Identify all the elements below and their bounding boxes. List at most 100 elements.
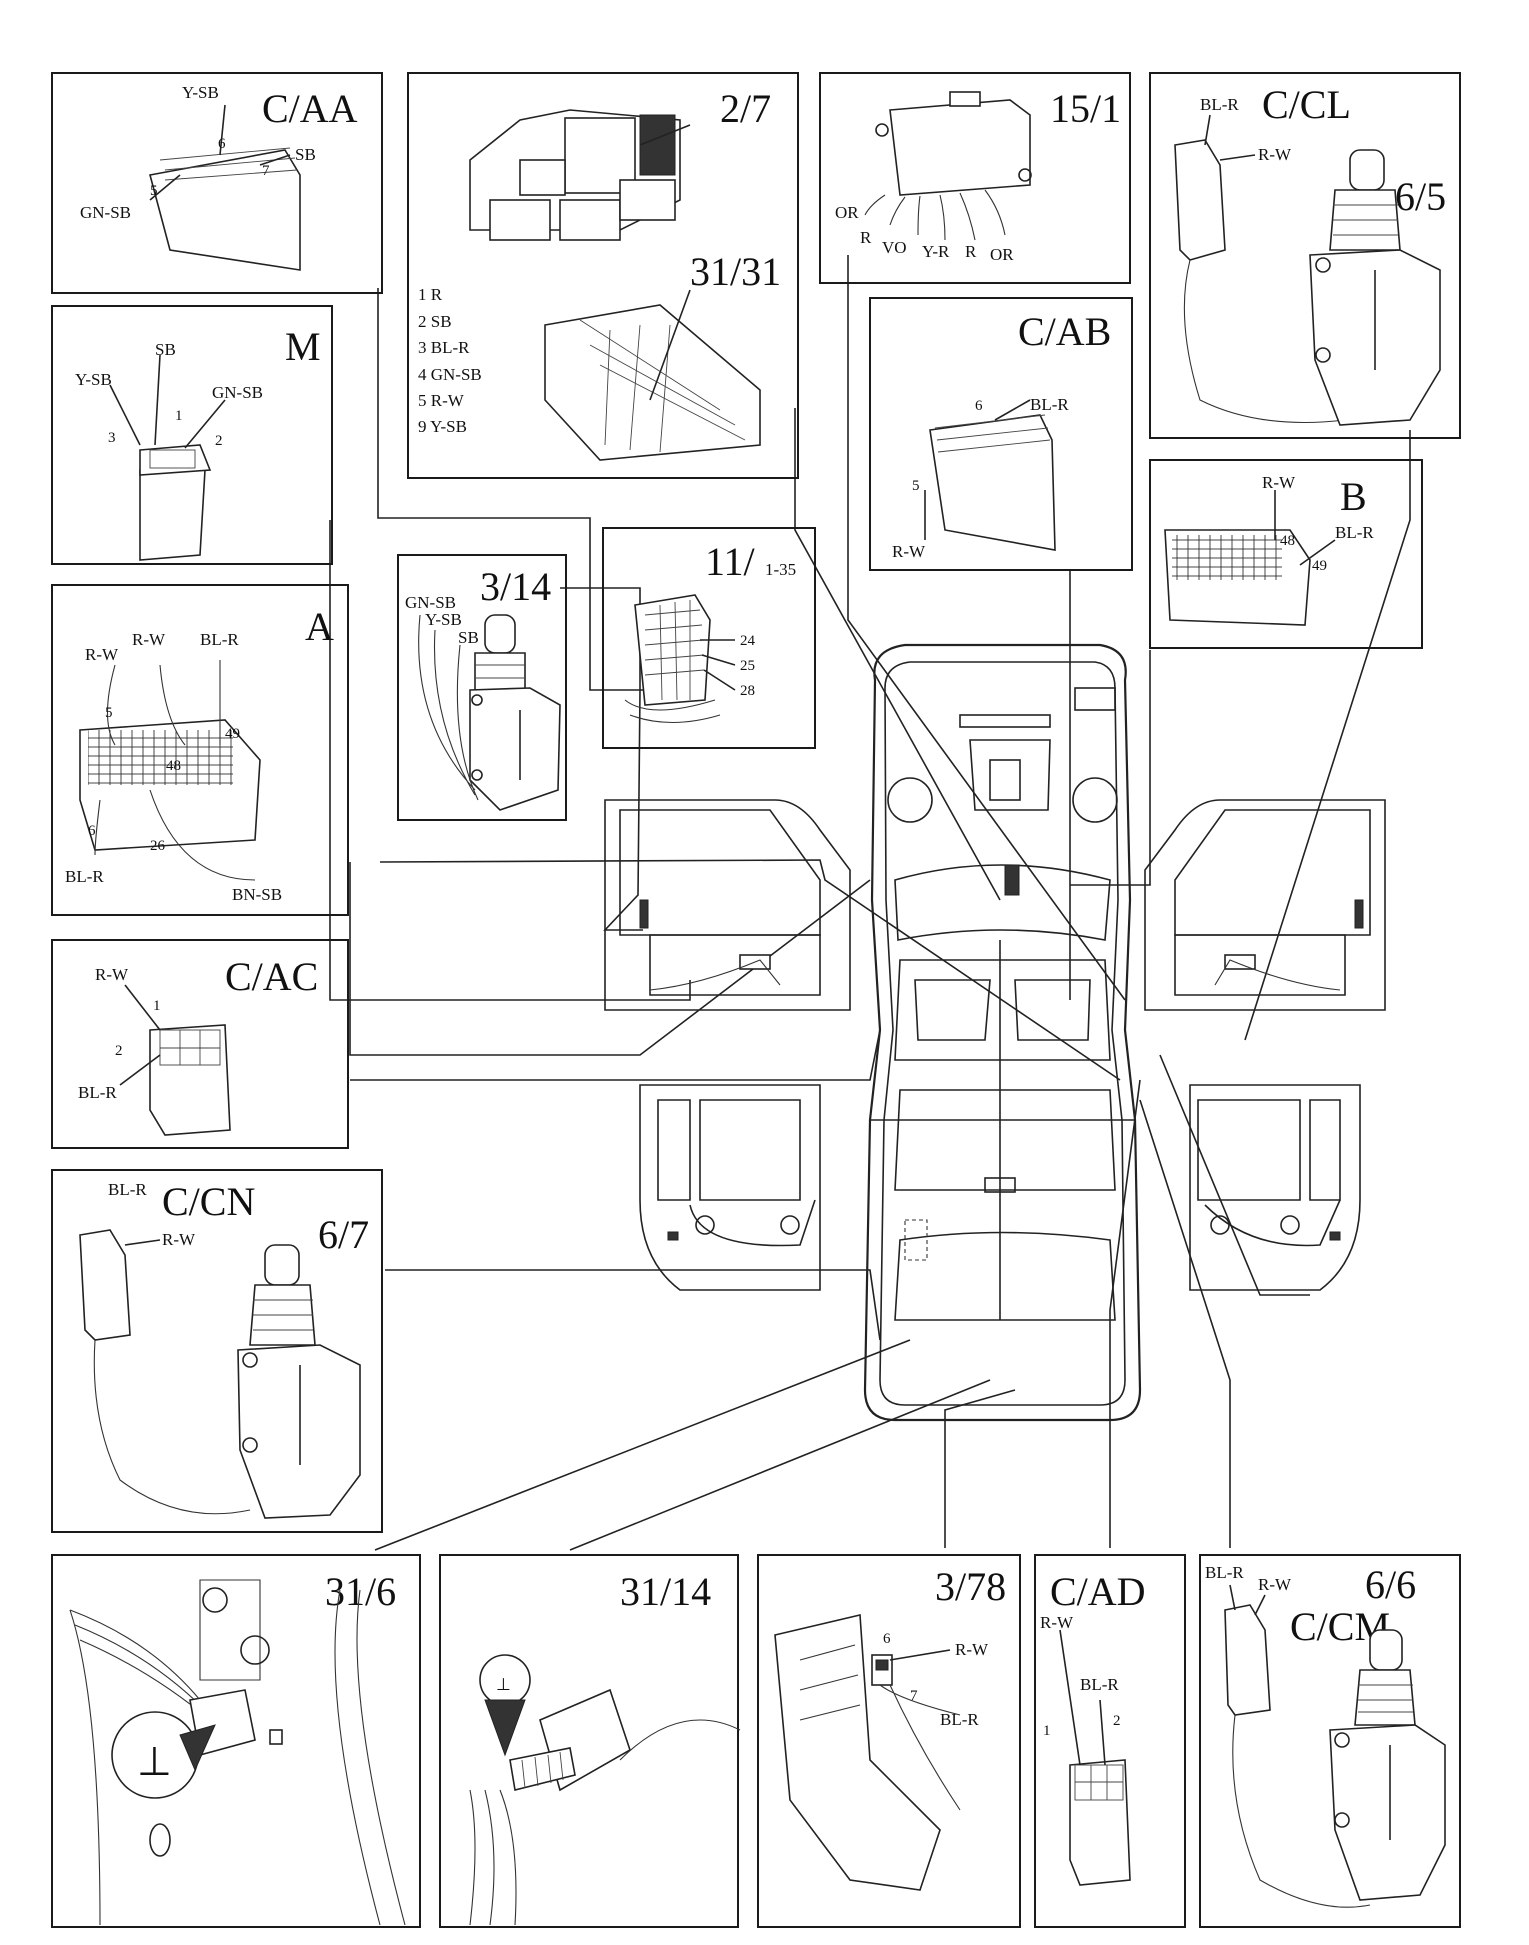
cad-pin-1: 1	[1043, 1723, 1051, 1739]
p11-pin-28: 28	[740, 683, 755, 699]
vehicle-outline	[863, 643, 1142, 1422]
p151-wire-vo: VO	[882, 238, 907, 257]
panel-caa: C/AA Y-SB SB GN-SB 6 7 5	[51, 72, 383, 294]
panel-m-title: M	[285, 324, 321, 369]
legend-5: 5 R-W	[418, 391, 465, 410]
panel-11-sub: 1-35	[765, 560, 796, 579]
panel-6-6-title: 6/6	[1365, 1562, 1416, 1607]
ccm-wire-r-w: R-W	[1258, 1575, 1292, 1594]
rear-left-door	[639, 1084, 821, 1291]
ccn-wire-bl-r: BL-R	[108, 1180, 147, 1199]
panel-6-7-title: 6/7	[318, 1212, 369, 1257]
cab-pin-6: 6	[975, 398, 983, 414]
panel-ccn: C/CN 6/7 BL-R R-W	[51, 1169, 383, 1533]
caa-pin-7: 7	[262, 163, 270, 179]
panel-cad: C/AD R-W BL-R 1 2	[1034, 1554, 1186, 1928]
m-pin-1: 1	[175, 408, 183, 424]
panel-ccl-title: C/CL	[1262, 82, 1351, 127]
panel-a-title: A	[305, 604, 334, 649]
a-wire-bl-r-2: BL-R	[65, 867, 104, 886]
caa-wire-sb: SB	[295, 145, 316, 164]
panel-15-1: 15/1 OR R VO Y-R R OR	[819, 72, 1131, 284]
legend-1: 1 R	[418, 285, 443, 304]
p378-wire-bl-r: BL-R	[940, 1710, 979, 1729]
p314-wire-y-sb: Y-SB	[425, 610, 462, 629]
panel-3-78-title: 3/78	[935, 1564, 1006, 1609]
panel-3-14-title: 3/14	[480, 564, 551, 609]
caa-wire-y-sb: Y-SB	[182, 83, 219, 102]
panel-m: M SB Y-SB GN-SB 1 3 2	[51, 305, 333, 565]
a-wire-r-w-2: R-W	[132, 630, 166, 649]
p151-wire-r-1: R	[860, 228, 872, 247]
b-wire-r-w: R-W	[1262, 473, 1296, 492]
panel-31-6: 31/6 ⊥	[51, 1554, 421, 1928]
cac-pin-2: 2	[115, 1043, 123, 1059]
panel-31-6-title: 31/6	[325, 1569, 396, 1614]
panel-31-31-title: 31/31	[690, 249, 781, 294]
a-wire-r-w-1: R-W	[85, 645, 119, 664]
cac-wire-bl-r: BL-R	[78, 1083, 117, 1102]
p11-pin-24: 24	[740, 633, 756, 649]
b-wire-bl-r: BL-R	[1335, 523, 1374, 542]
panel-a: A R-W R-W BL-R BL-R BN-SB 5 48 49 6 26	[51, 584, 349, 916]
cab-wire-r-w: R-W	[892, 542, 926, 561]
p151-wire-y-r: Y-R	[922, 242, 950, 261]
panel-11-title: 11/	[705, 539, 756, 584]
panel-3-78: 3/78 R-W BL-R 6 7	[757, 1554, 1021, 1928]
caa-wire-gn-sb: GN-SB	[80, 203, 131, 222]
ccl-wire-r-w: R-W	[1258, 145, 1292, 164]
legend-9: 9 Y-SB	[418, 417, 467, 436]
panel-cab-title: C/AB	[1018, 309, 1111, 354]
front-left-door	[604, 799, 851, 1011]
cad-wire-bl-r: BL-R	[1080, 1675, 1119, 1694]
front-right-door	[1144, 799, 1386, 1011]
b-pin-48: 48	[1280, 533, 1295, 549]
panel-cac-title: C/AC	[225, 954, 318, 999]
panel-31-14-title: 31/14	[620, 1569, 711, 1614]
panel-cac: C/AC R-W BL-R 1 2	[51, 939, 349, 1149]
p3114-ground-symbol: ⊥	[496, 1675, 511, 1694]
panel-11: 11/ 1-35 24 25 28	[602, 527, 816, 749]
p314-wire-sb: SB	[458, 628, 479, 647]
p316-ground-symbol: ⊥	[137, 1739, 172, 1784]
legend-3: 3 BL-R	[418, 338, 470, 357]
panel-cad-title: C/AD	[1050, 1569, 1146, 1614]
legend-4: 4 GN-SB	[418, 365, 482, 384]
a-pin-6: 6	[88, 823, 96, 839]
panel-caa-title: C/AA	[262, 86, 358, 131]
connector-lines	[329, 255, 1411, 1551]
p151-wire-or-1: OR	[835, 203, 859, 222]
ccn-wire-r-w: R-W	[162, 1230, 196, 1249]
panel-3-14: 3/14 GN-SB Y-SB SB	[397, 554, 567, 821]
p151-wire-r-2: R	[965, 242, 977, 261]
a-pin-26: 26	[150, 838, 166, 854]
panel-2-7: 2/7 31/31 1 R 2 SB 3 BL-R 4 GN-SB 5 R-W …	[407, 72, 799, 479]
panel-6-5-title: 6/5	[1395, 174, 1446, 219]
legend-2: 2 SB	[418, 312, 452, 331]
p378-pin-6: 6	[883, 1631, 891, 1647]
panel-ccn-title: C/CN	[162, 1179, 255, 1224]
cac-pin-1: 1	[153, 998, 161, 1014]
a-pin-5: 5	[105, 705, 113, 721]
p314-wire-gn-sb: GN-SB	[405, 593, 456, 612]
caa-pin-6: 6	[218, 136, 226, 152]
panel-b-title: B	[1340, 474, 1367, 519]
ccl-wire-bl-r: BL-R	[1200, 95, 1239, 114]
ccm-wire-bl-r: BL-R	[1205, 1563, 1244, 1582]
p378-wire-r-w: R-W	[955, 1640, 989, 1659]
panel-2-7-title: 2/7	[720, 86, 771, 131]
a-pin-49: 49	[225, 726, 240, 742]
a-wire-bl-r-1: BL-R	[200, 630, 239, 649]
panel-ccm: 6/6 C/CM BL-R R-W	[1199, 1554, 1461, 1928]
cad-wire-r-w: R-W	[1040, 1613, 1074, 1632]
cac-wire-r-w: R-W	[95, 965, 129, 984]
m-wire-sb: SB	[155, 340, 176, 359]
p151-wire-or-2: OR	[990, 245, 1014, 264]
p11-pin-25: 25	[740, 658, 755, 674]
m-pin-2: 2	[215, 433, 223, 449]
cab-wire-bl-r: BL-R	[1030, 395, 1069, 414]
cad-pin-2: 2	[1113, 1713, 1121, 1729]
m-pin-3: 3	[108, 430, 116, 446]
cab-pin-5: 5	[912, 478, 920, 494]
